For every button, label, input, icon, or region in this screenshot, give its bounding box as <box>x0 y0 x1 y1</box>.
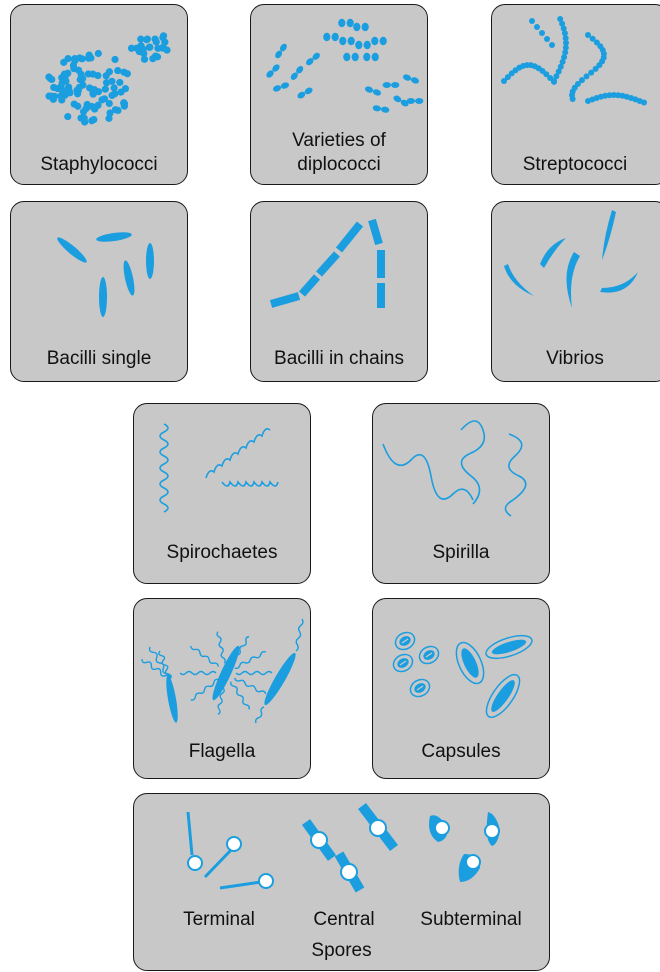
label-spores-central: Central <box>299 909 389 931</box>
label-spores-title: Spores <box>134 939 549 962</box>
label-streptococci: Streptococci <box>492 153 658 176</box>
panel-staphylococci: Staphylococci <box>10 4 188 185</box>
panel-streptococci: Streptococci <box>491 4 660 185</box>
label-spirilla: Spirilla <box>373 541 549 564</box>
label-diplococci-line1: Varieties of <box>251 129 427 152</box>
label-bacilli-chains: Bacilli in chains <box>251 347 427 370</box>
label-spores-subterminal: Subterminal <box>406 909 536 931</box>
label-diplococci-line2: diplococci <box>251 153 427 176</box>
label-flagella: Flagella <box>134 740 310 763</box>
panel-flagella: Flagella <box>133 598 311 779</box>
label-staphylococci: Staphylococci <box>11 153 187 176</box>
panel-capsules: Capsules <box>372 598 550 779</box>
label-spores-terminal: Terminal <box>164 909 274 931</box>
panel-diplococci: Varieties of diplococci <box>250 4 428 185</box>
label-vibrios: Vibrios <box>492 347 658 370</box>
panel-vibrios: Vibrios <box>491 201 660 382</box>
panel-bacilli-chains: Bacilli in chains <box>250 201 428 382</box>
panel-spirilla: Spirilla <box>372 403 550 584</box>
label-spirochaetes: Spirochaetes <box>134 541 310 564</box>
panel-bacilli-single: Bacilli single <box>10 201 188 382</box>
label-bacilli-single: Bacilli single <box>11 347 187 370</box>
label-capsules: Capsules <box>373 740 549 763</box>
panel-spirochaetes: Spirochaetes <box>133 403 311 584</box>
panel-spores: Terminal Central Subterminal Spores <box>133 793 550 971</box>
